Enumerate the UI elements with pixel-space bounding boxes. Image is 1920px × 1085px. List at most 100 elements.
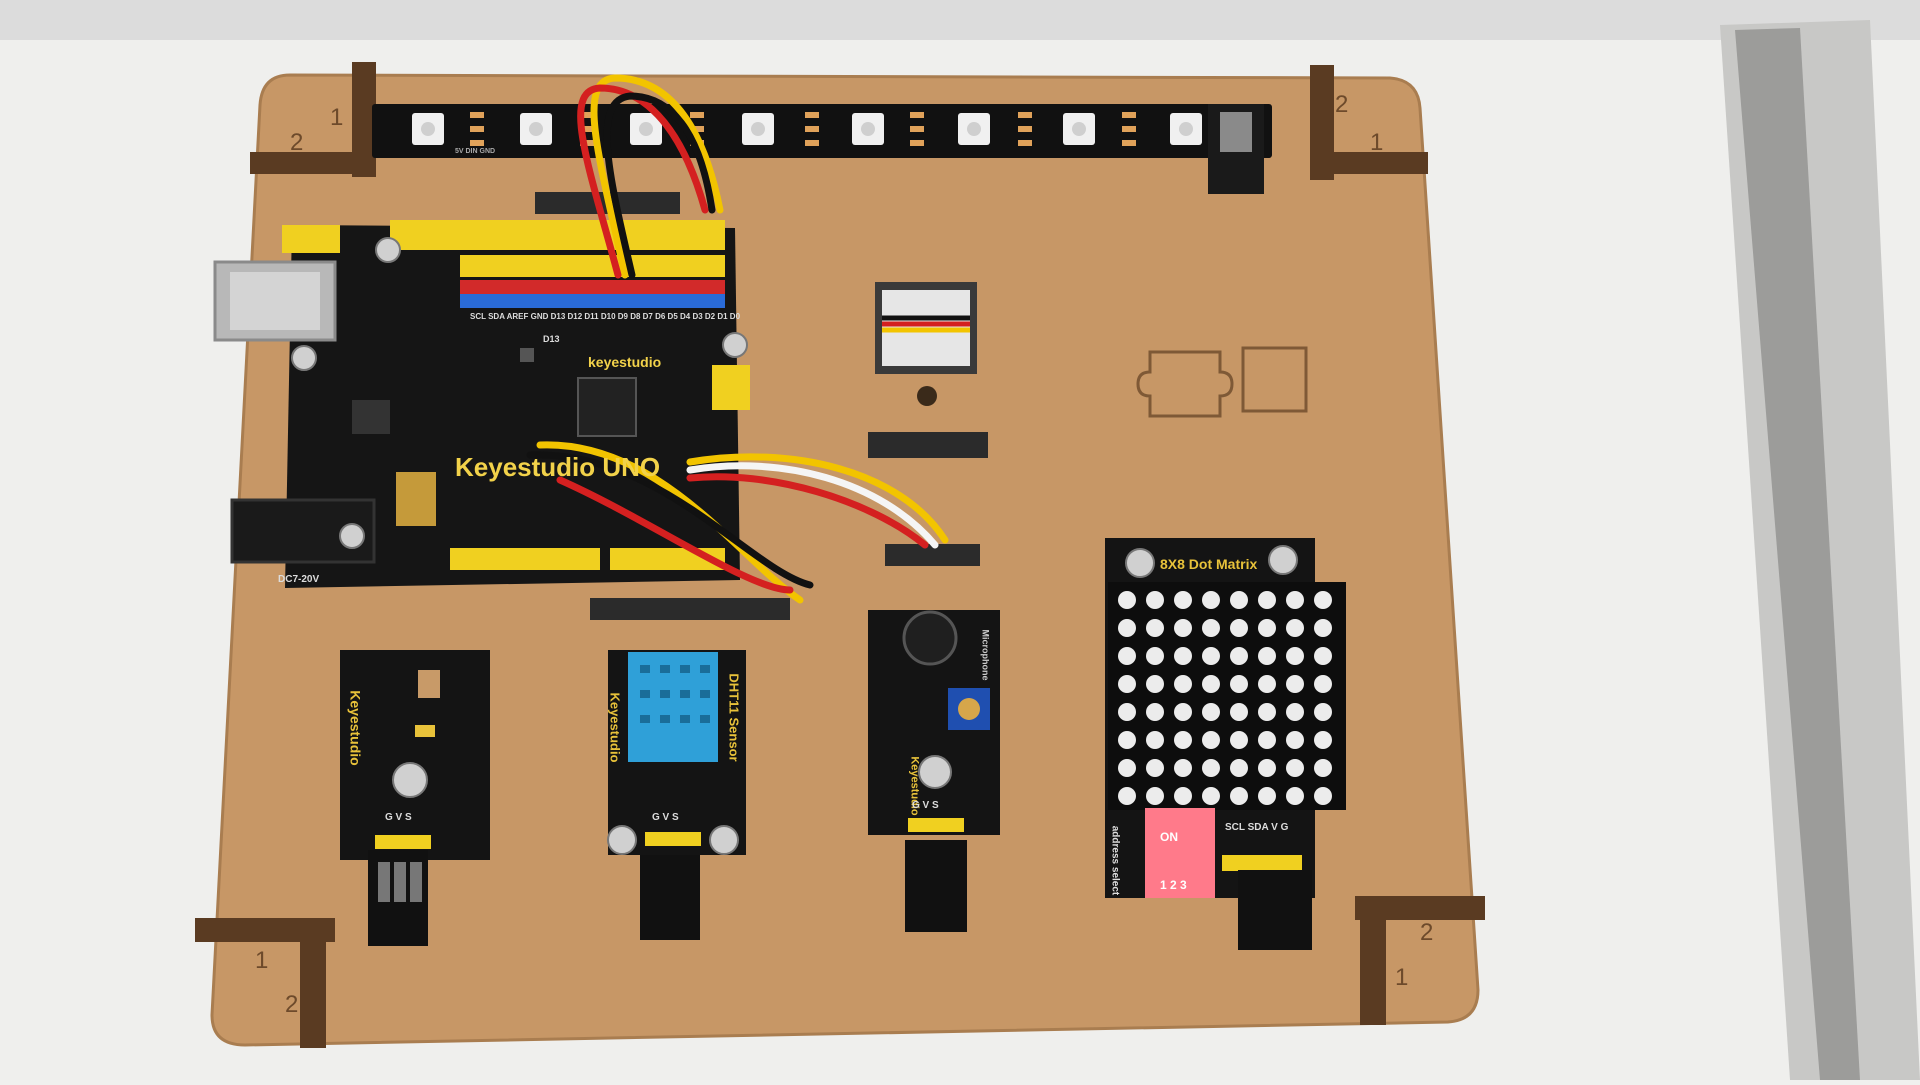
- matrix-led: [1118, 647, 1136, 665]
- humidity-sensor-pins-label: G V S: [652, 812, 679, 823]
- matrix-led: [1230, 787, 1248, 805]
- matrix-led: [1286, 647, 1304, 665]
- matrix-led: [1314, 647, 1332, 665]
- matrix-led: [1230, 647, 1248, 665]
- matrix-led: [1314, 759, 1332, 777]
- board-slots: [535, 192, 988, 620]
- matrix-led: [1314, 703, 1332, 721]
- svg-text:2: 2: [1335, 91, 1348, 118]
- led-strip: [372, 104, 1272, 158]
- controller-chip-label: D13: [543, 334, 560, 344]
- matrix-led: [1230, 703, 1248, 721]
- matrix-led: [1146, 787, 1164, 805]
- matrix-led: [1258, 759, 1276, 777]
- led-strip-leds: [412, 112, 1202, 146]
- window-wires: [882, 315, 970, 333]
- matrix-led: [1202, 731, 1220, 749]
- matrix-led: [1314, 591, 1332, 609]
- matrix-led: [1286, 619, 1304, 637]
- dot-matrix-switch-numbers: 1 2 3: [1160, 878, 1187, 892]
- light-sensor-pins-label: G V S: [385, 812, 412, 823]
- matrix-led: [1230, 731, 1248, 749]
- matrix-led: [1146, 619, 1164, 637]
- matrix-led: [1174, 787, 1192, 805]
- background-top-band: [0, 0, 1920, 40]
- matrix-led: [1146, 675, 1164, 693]
- matrix-led: [1286, 759, 1304, 777]
- dot-matrix-side-label: address select: [1109, 825, 1121, 896]
- matrix-led: [1146, 591, 1164, 609]
- matrix-led: [1202, 619, 1220, 637]
- svg-text:1: 1: [1395, 964, 1408, 991]
- matrix-led: [1286, 731, 1304, 749]
- controller-model-label: Keyestudio UNO: [455, 452, 661, 482]
- humidity-sensor-title-label: DHT11 Sensor: [726, 673, 742, 762]
- matrix-led: [1258, 619, 1276, 637]
- light-sensor-brand-label: Keyestudio: [347, 690, 364, 766]
- matrix-led: [1174, 731, 1192, 749]
- matrix-led: [1202, 647, 1220, 665]
- matrix-led: [1118, 703, 1136, 721]
- matrix-led: [1202, 675, 1220, 693]
- humidity-sensor-module: [607, 650, 746, 940]
- matrix-led: [1258, 787, 1276, 805]
- matrix-led: [1314, 675, 1332, 693]
- matrix-led: [1118, 675, 1136, 693]
- matrix-led: [1230, 675, 1248, 693]
- dot-matrix-module: [1105, 538, 1346, 950]
- matrix-led: [1146, 731, 1164, 749]
- dot-matrix-switch-label: ON: [1160, 830, 1178, 844]
- corner-brackets: [195, 62, 1485, 1048]
- svg-text:1: 1: [330, 104, 343, 131]
- controller-board: [213, 220, 750, 588]
- engraved-logos: [1136, 346, 1308, 418]
- light-sensor-module: [340, 650, 490, 946]
- sound-sensor-title-label: Microphone: [980, 629, 991, 681]
- matrix-led: [1286, 787, 1304, 805]
- matrix-led: [1118, 787, 1136, 805]
- matrix-led: [1202, 787, 1220, 805]
- matrix-led: [1118, 731, 1136, 749]
- controller-power-label: DC7-20V: [278, 574, 320, 585]
- svg-text:1: 1: [1370, 129, 1383, 156]
- matrix-led: [1314, 619, 1332, 637]
- sound-sensor-module: [868, 610, 1000, 932]
- matrix-led: [1146, 647, 1164, 665]
- matrix-led: [1314, 731, 1332, 749]
- matrix-led: [1118, 759, 1136, 777]
- dot-matrix-leds: [1118, 591, 1332, 805]
- matrix-led: [1118, 619, 1136, 637]
- matrix-led: [1174, 703, 1192, 721]
- humidity-sensor-brand-label: Keyestudio: [607, 692, 623, 763]
- matrix-led: [1146, 703, 1164, 721]
- matrix-led: [1258, 647, 1276, 665]
- matrix-led: [1314, 787, 1332, 805]
- matrix-led: [1258, 731, 1276, 749]
- led-strip-pad-label: 5V DIN GND: [455, 148, 496, 155]
- matrix-led: [1286, 675, 1304, 693]
- board-hole: [917, 386, 937, 406]
- matrix-led: [1174, 619, 1192, 637]
- svg-text:2: 2: [290, 129, 303, 156]
- matrix-led: [1202, 759, 1220, 777]
- jumper-wires: [526, 74, 949, 604]
- matrix-led: [1230, 619, 1248, 637]
- svg-text:1: 1: [255, 947, 268, 974]
- matrix-led: [1230, 591, 1248, 609]
- svg-text:2: 2: [1420, 919, 1433, 946]
- svg-text:2: 2: [285, 991, 298, 1018]
- matrix-led: [1174, 647, 1192, 665]
- matrix-led: [1146, 759, 1164, 777]
- metal-frame-edge: [1735, 28, 1860, 1080]
- controller-brand-label: keyestudio: [588, 354, 662, 370]
- controller-pin-row-label: SCL SDA AREF GND D13 D12 D11 D10 D9 D8 D…: [470, 312, 741, 321]
- sound-sensor-pins-label: G V S: [912, 800, 939, 811]
- matrix-led: [1174, 675, 1192, 693]
- matrix-led: [1258, 675, 1276, 693]
- matrix-led: [1174, 759, 1192, 777]
- matrix-led: [1258, 703, 1276, 721]
- matrix-led: [1202, 703, 1220, 721]
- matrix-led: [1286, 703, 1304, 721]
